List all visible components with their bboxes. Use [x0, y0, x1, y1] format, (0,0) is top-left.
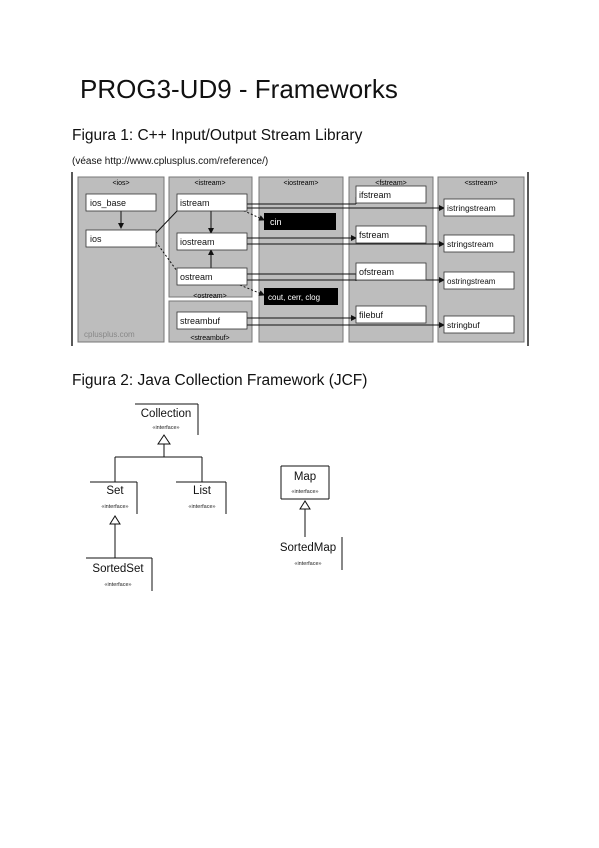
box-ios-base — [85, 193, 157, 212]
inheritance-lines — [118, 197, 445, 328]
label-cin: cin — [270, 217, 282, 227]
label-streambuf: streambuf — [180, 316, 221, 326]
stereotype-collection: «interface» — [152, 425, 179, 431]
stereotype-sortedset: «interface» — [104, 582, 131, 588]
box-cin — [264, 213, 336, 230]
label-istream: istream — [180, 198, 210, 208]
box-istream — [176, 193, 248, 212]
page-title: PROG3-UD9 - Frameworks — [80, 74, 398, 104]
label-ios: ios — [90, 234, 102, 244]
box-stringstream — [443, 234, 515, 253]
stereotype-sortedmap: «interface» — [294, 561, 321, 567]
cpp-stream-diagram: <ios> <istream> <iostream> <fstream> <ss… — [70, 170, 530, 348]
node-sortedmap: SortedMap — [280, 542, 336, 554]
header-sstream: <sstream> — [464, 180, 497, 187]
node-map: Map — [294, 471, 316, 483]
node-set: Set — [106, 485, 124, 497]
header-fstream: <fstream> — [375, 180, 407, 187]
header-ios: <ios> — [112, 180, 129, 187]
watermark-cplusplus: cplusplus.com — [84, 330, 135, 339]
label-stringbuf: stringbuf — [447, 320, 480, 330]
header-streambuf: <streambuf> — [190, 335, 229, 342]
box-streambuf — [176, 311, 248, 330]
uml-lines — [86, 403, 343, 591]
box-ios — [85, 229, 157, 248]
box-ostringstream — [443, 271, 515, 290]
header-ostream: <ostream> — [193, 293, 226, 300]
stereotype-list: «interface» — [188, 504, 215, 510]
header-iostream: <iostream> — [283, 180, 318, 187]
label-ios-base: ios_base — [90, 198, 126, 208]
label-fstream: fstream — [359, 230, 389, 240]
box-istringstream — [443, 198, 515, 217]
label-iostream: iostream — [180, 237, 215, 247]
figure1-source-note: (véase http://www.cplusplus.com/referenc… — [72, 156, 269, 167]
label-ostringstream: ostringstream — [447, 277, 496, 286]
box-filebuf — [355, 305, 427, 324]
box-iostream — [176, 232, 248, 251]
box-cout — [264, 288, 338, 305]
label-filebuf: filebuf — [359, 310, 384, 320]
column-iostream — [258, 176, 344, 343]
box-stringbuf — [443, 315, 515, 334]
jcf-diagram: Collection Set List SortedSet Map Sorted… — [86, 403, 343, 591]
node-list: List — [193, 485, 212, 497]
label-ofstream: ofstream — [359, 267, 394, 277]
box-ifstream — [355, 185, 427, 204]
label-istringstream: istringstream — [447, 203, 496, 213]
label-cout: cout, cerr, clog — [268, 293, 320, 302]
box-fstream — [355, 225, 427, 244]
header-istream: <istream> — [194, 180, 225, 187]
box-ostream — [176, 267, 248, 286]
node-sortedset: SortedSet — [92, 563, 144, 575]
label-ostream: ostream — [180, 272, 213, 282]
stereotype-set: «interface» — [101, 504, 128, 510]
figure2-caption: Figura 2: Java Collection Framework (JCF… — [72, 372, 368, 389]
label-ifstream: ifstream — [359, 190, 391, 200]
box-ofstream — [355, 262, 427, 281]
stereotype-map: «interface» — [291, 489, 318, 495]
figure1-caption: Figura 1: C++ Input/Output Stream Librar… — [72, 127, 363, 144]
node-collection: Collection — [141, 408, 192, 420]
label-stringstream: stringstream — [447, 239, 494, 249]
